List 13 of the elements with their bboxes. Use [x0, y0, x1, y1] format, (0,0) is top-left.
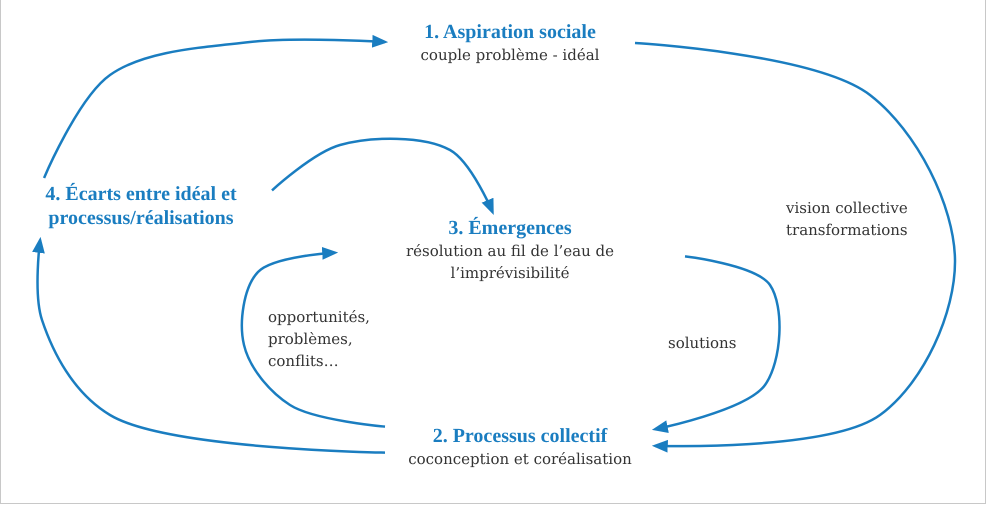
stage-description: résolution au fil de l’eau de l’imprévisibilité	[404, 241, 615, 284]
arrow	[32, 236, 386, 454]
arrow	[652, 255, 781, 433]
stage-description: coconception et coréalisation	[408, 449, 632, 470]
stage-heading: 4. Écarts entre idéal et processus/réalisations	[44, 182, 238, 230]
arrow	[240, 247, 386, 428]
stage-description: couple problème - idéal	[420, 45, 600, 66]
stage-heading: 1. Aspiration sociale	[424, 20, 596, 44]
arrow	[42, 34, 388, 178]
stage-heading: 2. Processus collectif	[432, 424, 608, 448]
stage-heading: 3. Émergences	[448, 216, 572, 240]
arrow	[271, 138, 494, 215]
arrow	[634, 42, 956, 453]
